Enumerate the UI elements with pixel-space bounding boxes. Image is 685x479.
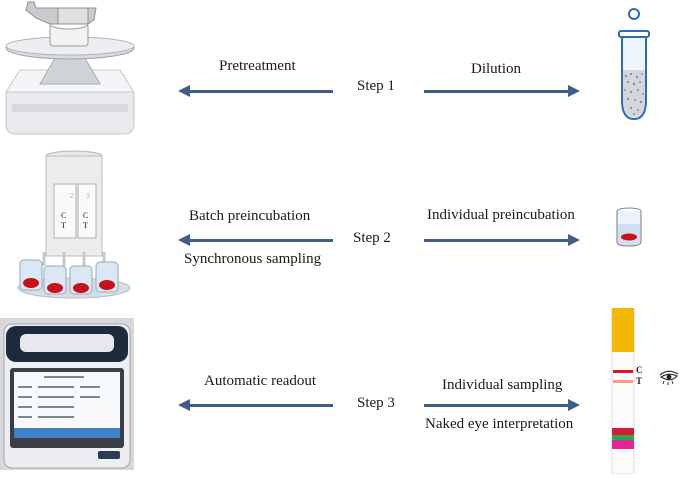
batch-preincubation-label: Batch preincubation (189, 208, 311, 224)
dilution-tube-image (610, 4, 658, 124)
individual-sampling-arrow (424, 399, 580, 411)
synchronous-sampling-label: Synchronous sampling (184, 251, 322, 267)
pretreatment-label: Pretreatment (219, 58, 296, 74)
batch-preincubation-arrow (178, 234, 333, 246)
individual-sampling-label: Individual sampling (442, 377, 563, 393)
incubator-t1-label: T (61, 221, 66, 230)
batch-incubator-image: C T C T 2 3 (14, 148, 132, 300)
step3-label: Step 3 (357, 395, 395, 411)
strip-t-label: T (636, 376, 643, 386)
incubator-c1-label: C (61, 211, 66, 220)
incubator-c2-label: C (83, 211, 88, 220)
incubator-slot-3-number: 3 (86, 193, 90, 200)
pretreatment-device-image (0, 0, 140, 138)
pretreatment-arrow (178, 85, 333, 97)
automatic-reader-image (0, 318, 136, 472)
eye-icon (658, 366, 680, 388)
automatic-readout-label: Automatic readout (204, 373, 317, 389)
step1-label: Step 1 (357, 78, 395, 94)
incubator-t2-label: T (83, 221, 88, 230)
individual-preincubation-label: Individual preincubation (427, 207, 575, 223)
naked-eye-interpretation-label: Naked eye interpretation (425, 416, 574, 432)
incubator-slot-2-number: 2 (70, 193, 74, 200)
test-strip-image (610, 307, 636, 475)
step2-label: Step 2 (353, 230, 391, 246)
preincubation-cup-image (614, 206, 644, 248)
dilution-label: Dilution (471, 61, 522, 77)
individual-preincubation-arrow (424, 234, 580, 246)
strip-c-label: C (636, 365, 643, 375)
dilution-arrow (424, 85, 580, 97)
automatic-readout-arrow (178, 399, 333, 411)
